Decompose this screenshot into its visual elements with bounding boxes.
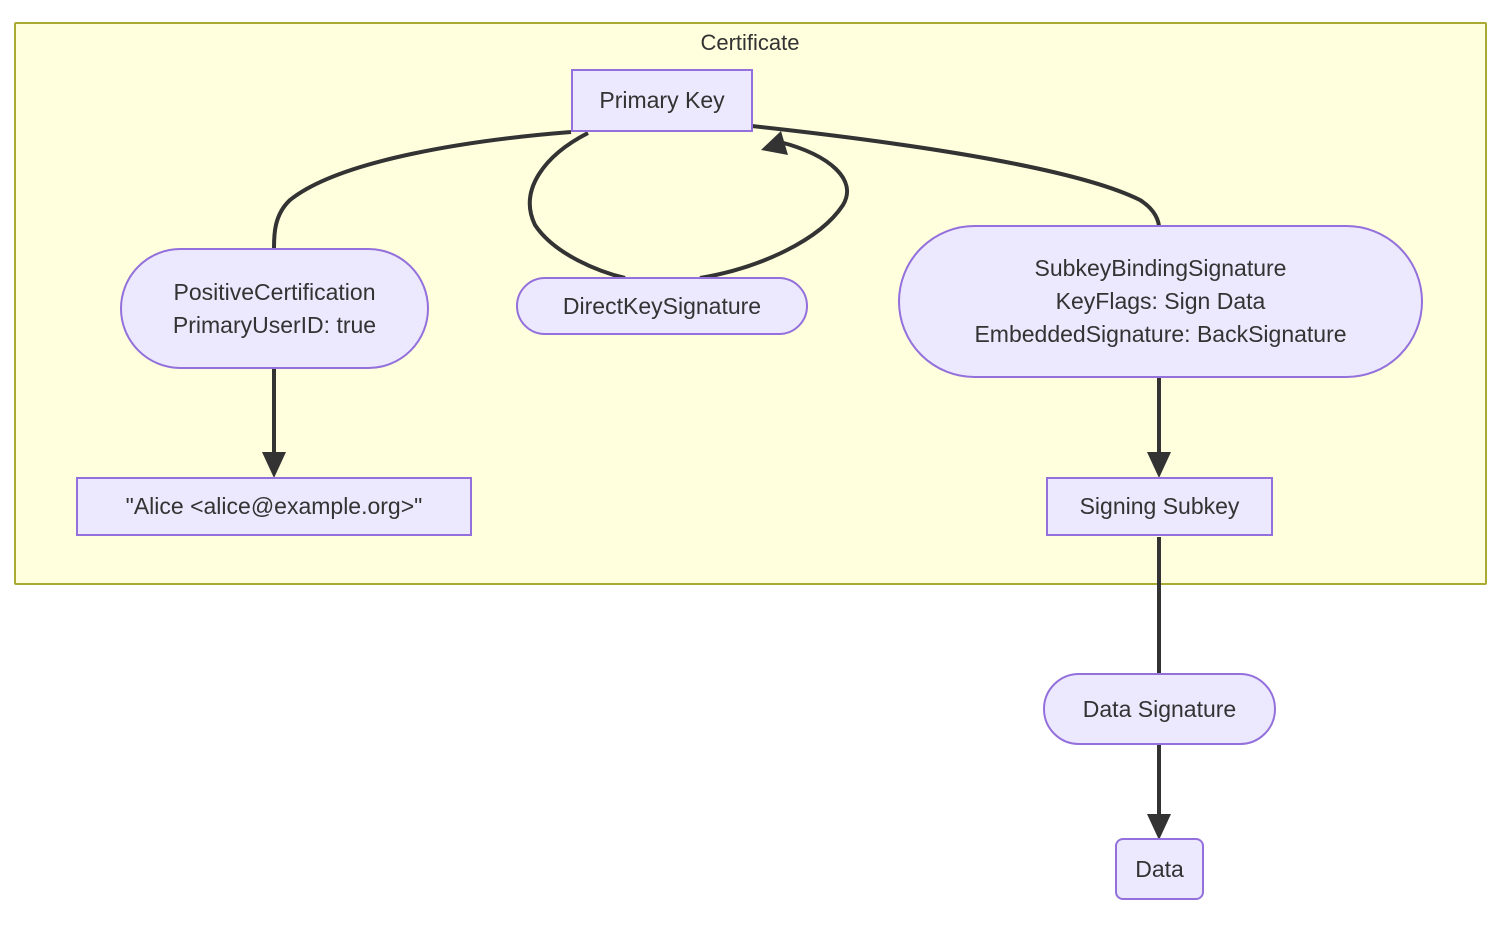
node-subkey-binding-signature-label: SubkeyBindingSignature KeyFlags: Sign Da…	[974, 255, 1347, 347]
node-primary-key-label: Primary Key	[599, 87, 725, 113]
node-user-id[interactable]: "Alice <alice@example.org>"	[76, 477, 472, 536]
node-direct-key-signature-label: DirectKeySignature	[562, 292, 762, 319]
node-data-signature[interactable]: Data Signature	[1043, 673, 1276, 745]
node-user-id-label: "Alice <alice@example.org>"	[125, 493, 423, 519]
edge-datasignature-to-data	[1147, 745, 1171, 840]
node-data-label: Data	[1135, 855, 1184, 882]
cluster-certificate-label: Certificate	[700, 30, 800, 55]
node-direct-key-signature[interactable]: DirectKeySignature	[516, 277, 808, 335]
node-signing-subkey[interactable]: Signing Subkey	[1046, 477, 1273, 536]
node-subkey-binding-signature[interactable]: SubkeyBindingSignature KeyFlags: Sign Da…	[898, 225, 1423, 378]
node-data-signature-label: Data Signature	[1082, 695, 1237, 722]
node-positive-certification[interactable]: PositiveCertification PrimaryUserID: tru…	[120, 248, 429, 369]
node-data[interactable]: Data	[1115, 838, 1204, 900]
node-signing-subkey-label: Signing Subkey	[1079, 493, 1240, 519]
node-primary-key[interactable]: Primary Key	[571, 69, 753, 132]
node-positive-certification-label: PositiveCertification PrimaryUserID: tru…	[172, 278, 377, 338]
